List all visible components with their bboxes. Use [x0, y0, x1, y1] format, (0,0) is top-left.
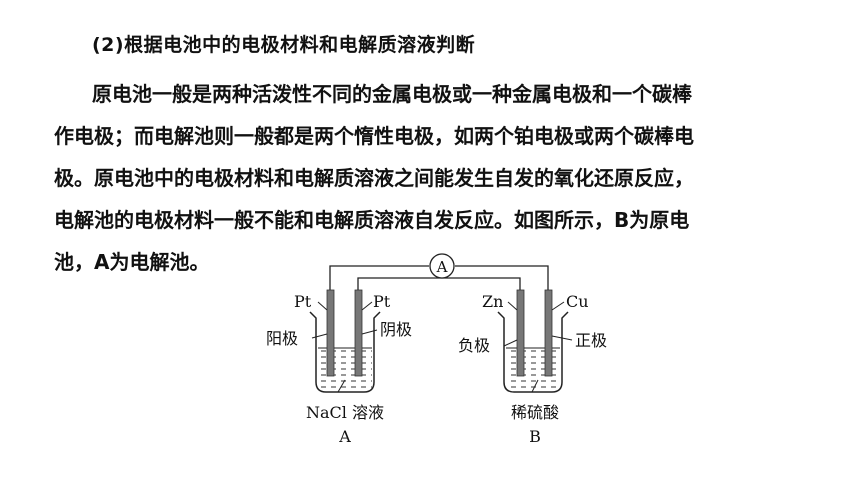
- label-solution-a: NaCl 溶液: [306, 403, 384, 422]
- electrode-a-right: [354, 289, 363, 377]
- paragraph-line-4: 电解池的电极材料一般不能和电解质溶液自发反应。如图所示，B为原电: [54, 208, 690, 232]
- electrode-b-left: [516, 289, 525, 377]
- paragraph-line-5: 池，A为电解池。: [54, 250, 210, 274]
- label-pt-right: Pt: [373, 292, 391, 311]
- label-zn: Zn: [482, 292, 503, 311]
- beaker-b: [497, 311, 569, 393]
- label-solution-b: 稀硫酸: [511, 403, 559, 422]
- paragraph-line-1: 原电池一般是两种活泼性不同的金属电极或一种金属电极和一个碳棒: [92, 82, 692, 106]
- label-cathode: 阴极: [380, 320, 412, 339]
- paragraph-line-3: 极。原电池中的电极材料和电解质溶液之间能发生自发的氧化还原反应，: [54, 166, 694, 190]
- label-cell-a: A: [338, 427, 351, 446]
- label-cu: Cu: [566, 292, 589, 311]
- leader-lines: [311, 301, 573, 393]
- label-pt-left: Pt: [294, 292, 312, 311]
- section-heading: (2)根据电池中的电极材料和电解质溶液判断: [92, 34, 476, 56]
- electrode-a-left: [326, 289, 335, 377]
- label-anode: 阳极: [266, 329, 298, 348]
- paragraph-line-2: 作电极；而电解池则一般都是两个惰性电极，如两个铂电极或两个碳棒电: [54, 124, 694, 148]
- ammeter: A: [429, 253, 455, 279]
- label-positive: 正极: [575, 331, 607, 350]
- label-cell-b: B: [529, 427, 541, 446]
- electrode-b-right: [544, 289, 553, 377]
- svg-text:A: A: [436, 258, 448, 276]
- label-negative: 负极: [458, 336, 490, 355]
